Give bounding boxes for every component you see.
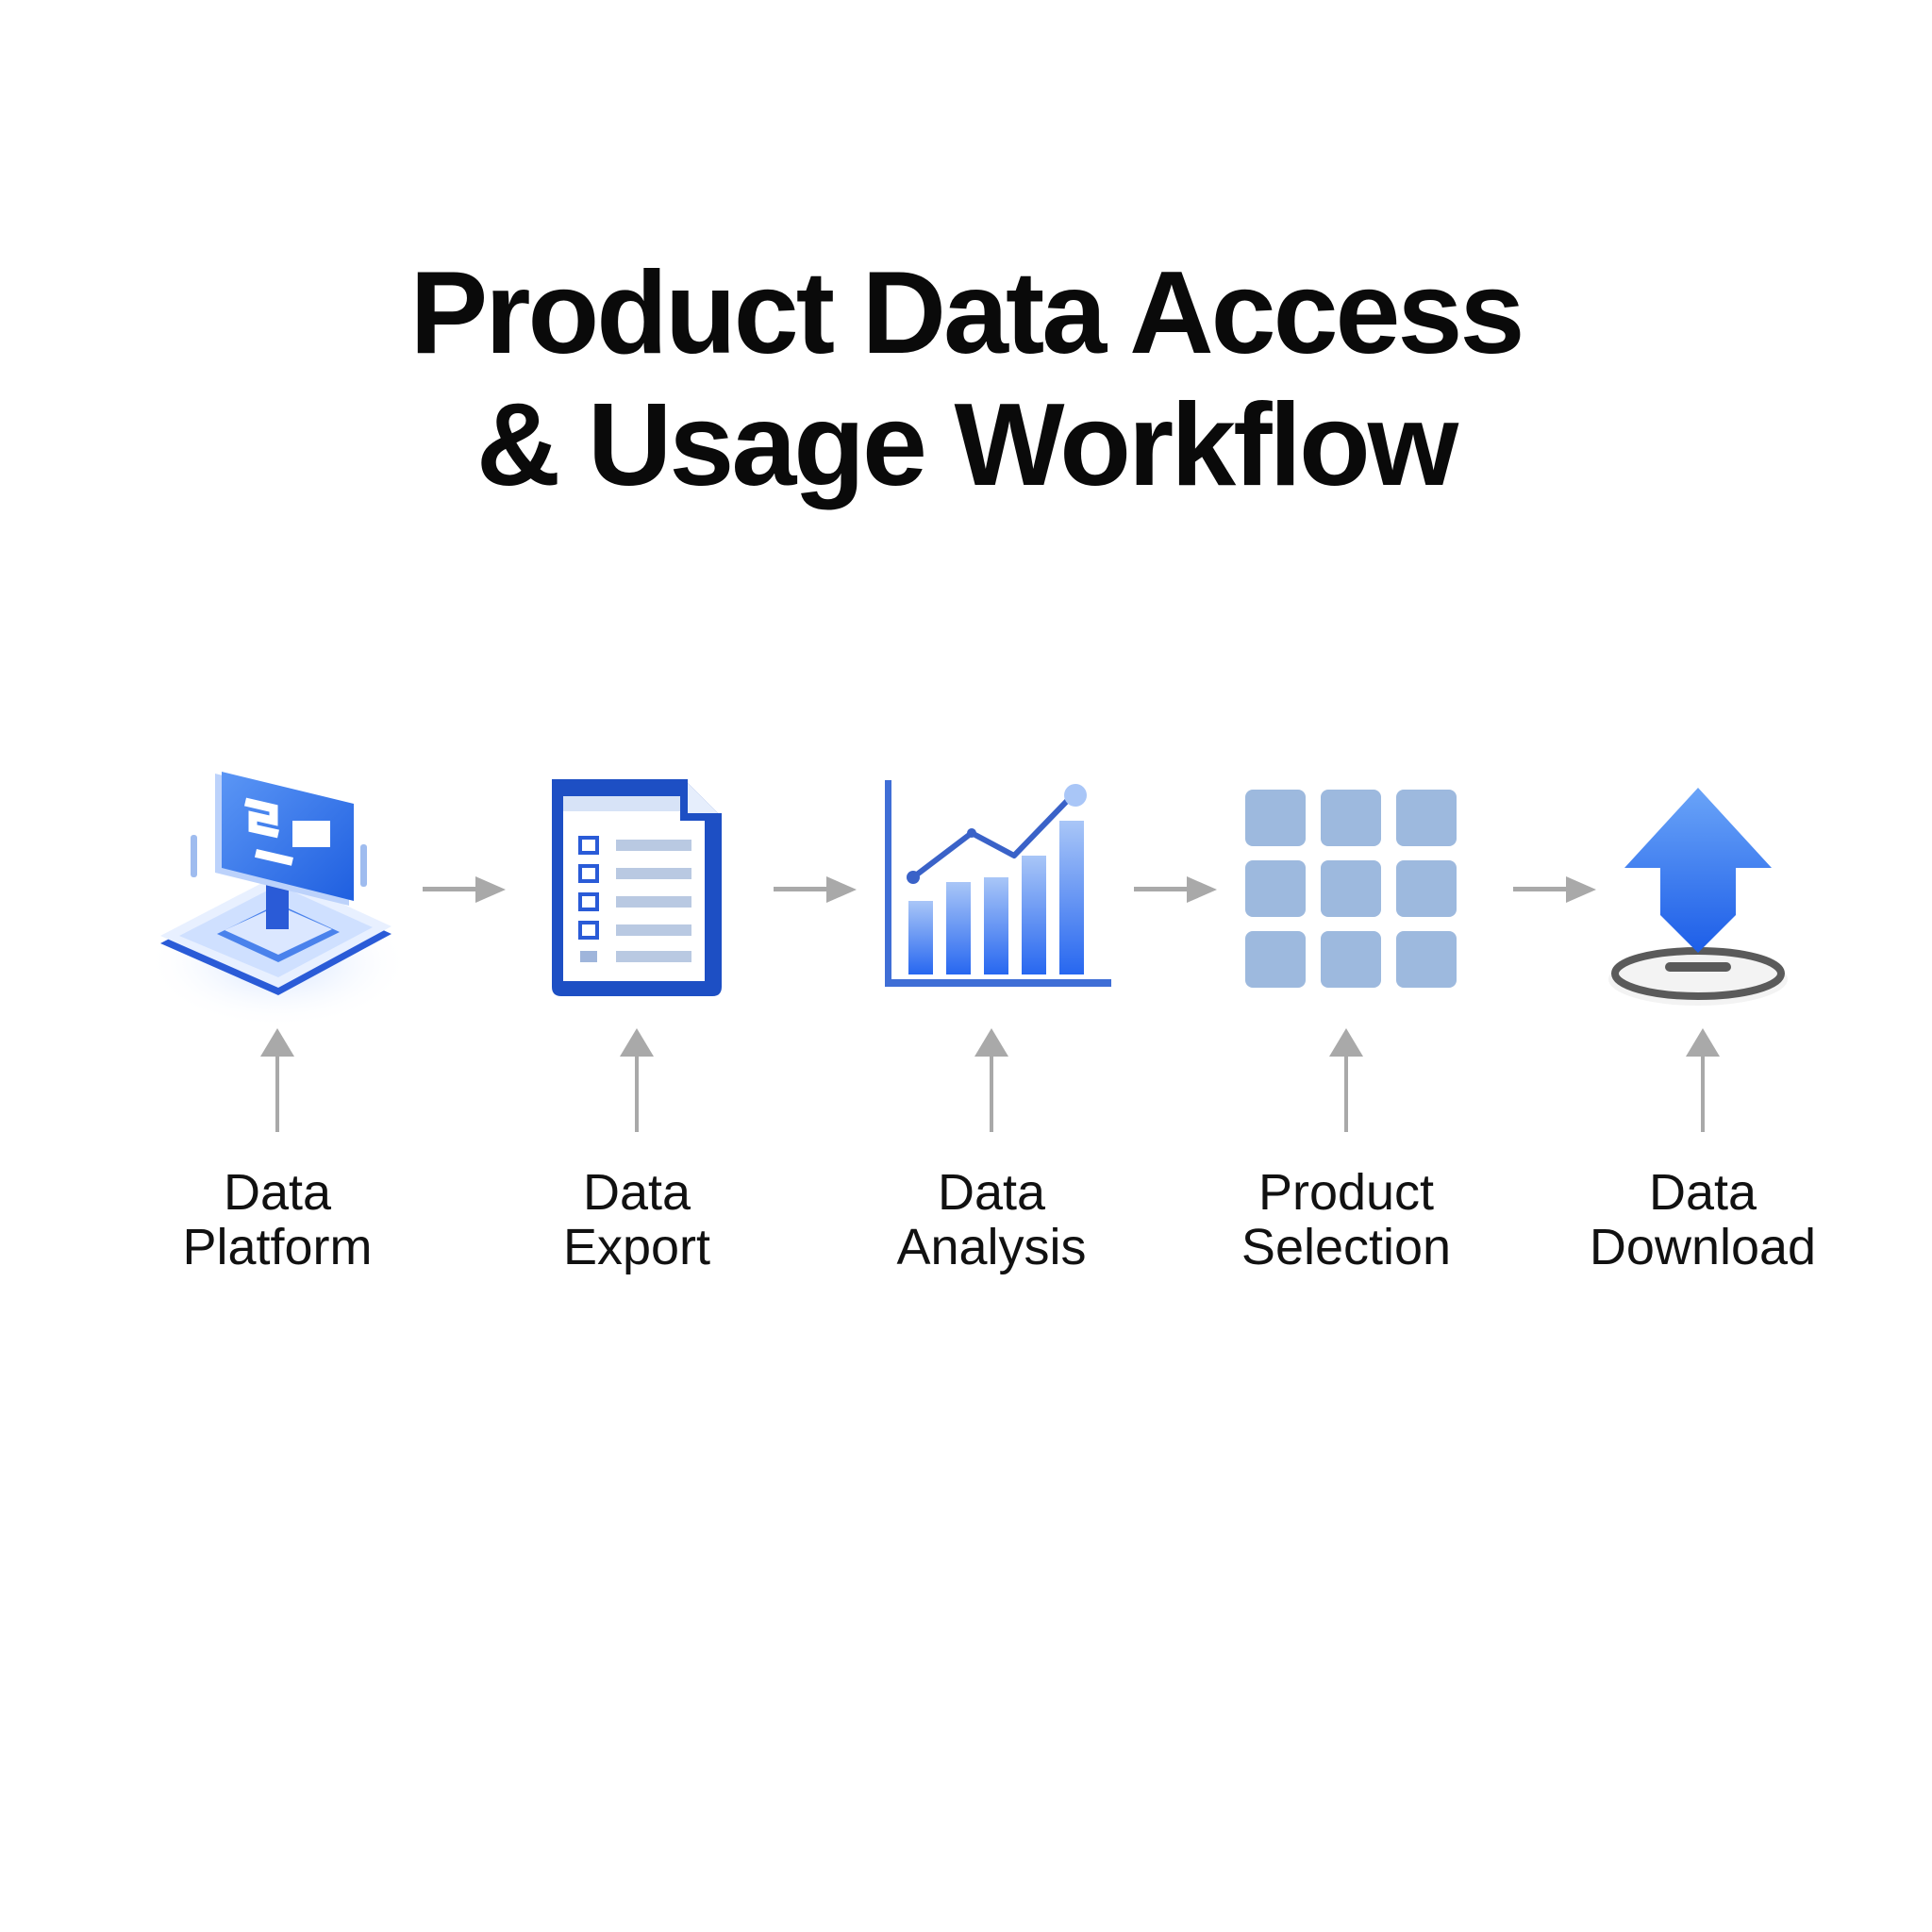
up-arrow-icon [1684, 1028, 1722, 1132]
step-label-line-2: Analysis [896, 1219, 1087, 1275]
step-label-data-export: Data Export [458, 1165, 816, 1274]
title-line-1: Product Data Access [409, 248, 1525, 378]
grid-icon [1243, 788, 1460, 995]
download-arrow-icon [1604, 783, 1792, 1009]
flow-arrow-icon [774, 873, 858, 907]
step-label-line-1: Data [937, 1164, 1046, 1221]
step-label-line-1: Data [223, 1164, 332, 1221]
step-label-line-2: Export [562, 1219, 711, 1275]
document-list-icon [542, 772, 731, 1003]
page-title: Product Data Access & Usage Workflow [0, 247, 1932, 511]
step-label-product-selection: Product Selection [1167, 1165, 1525, 1274]
step-label-line-1: Product [1257, 1164, 1435, 1221]
step-label-line-2: Platform [182, 1219, 373, 1275]
step-label-data-download: Data Download [1524, 1165, 1882, 1274]
up-arrow-icon [258, 1028, 296, 1132]
step-label-line-1: Data [1648, 1164, 1757, 1221]
up-arrow-icon [1327, 1028, 1365, 1132]
step-label-line-2: Selection [1241, 1219, 1452, 1275]
up-arrow-icon [618, 1028, 656, 1132]
flow-arrow-icon [1134, 873, 1219, 907]
computer-platform-icon [151, 755, 406, 1028]
up-arrow-icon [973, 1028, 1010, 1132]
title-line-2: & Usage Workflow [475, 380, 1458, 510]
flow-arrow-icon [423, 873, 508, 907]
step-label-line-2: Download [1589, 1219, 1817, 1275]
flow-arrow-icon [1513, 873, 1598, 907]
bar-line-chart-icon [882, 778, 1118, 995]
step-label-line-1: Data [582, 1164, 691, 1221]
step-label-data-analysis: Data Analysis [812, 1165, 1171, 1274]
step-label-data-platform: Data Platform [98, 1165, 457, 1274]
